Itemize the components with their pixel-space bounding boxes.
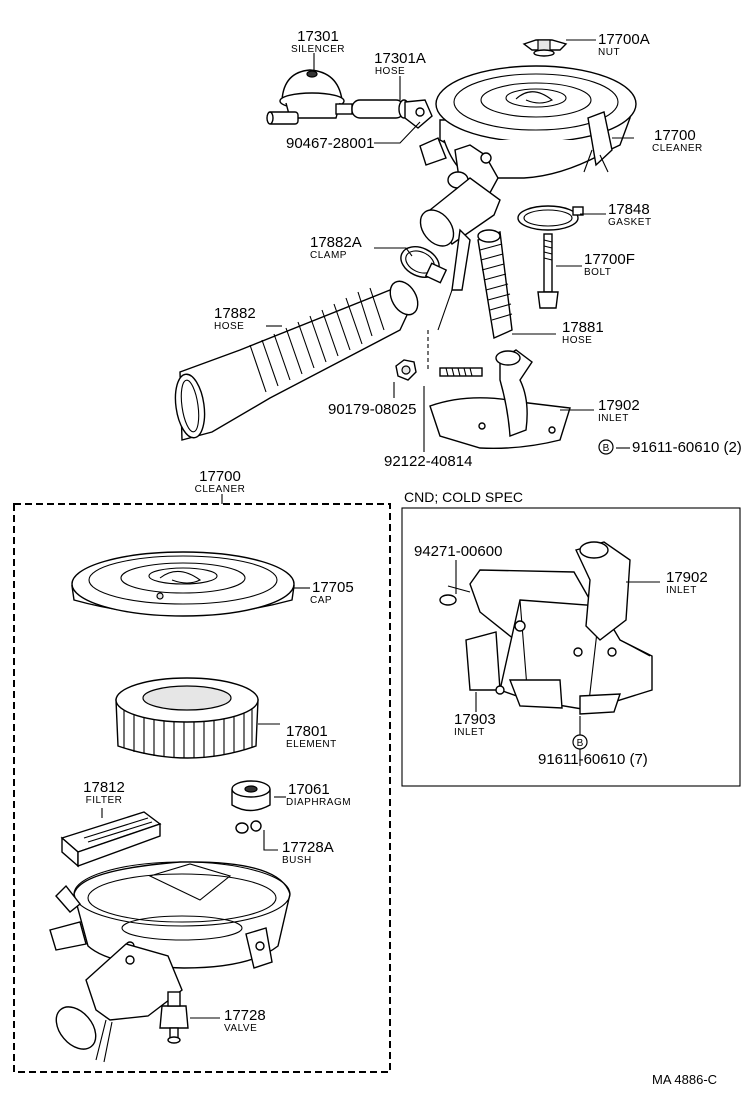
part-number: 17700A [598,31,650,48]
part-name: INLET [454,727,485,738]
part-number: 91611-60610 (7) [538,751,648,768]
cold-spec-title: CND; COLD SPEC [404,489,523,505]
label-17882a: 17882A CLAMP [310,234,362,261]
label-90179: 90179-08025 [328,401,416,418]
label-17902-cold: 17902 INLET [666,569,708,596]
label-17801: 17801 ELEMENT [286,723,337,750]
part-name: HOSE [214,321,244,332]
part-number: 17301A [374,50,426,67]
part-number: 17801 [286,723,328,740]
part-number: 17903 [454,711,496,728]
label-17728a: 17728A BUSH [282,839,334,866]
part-name: BOLT [584,267,611,278]
bolt-mark: B [603,443,610,454]
part-number: 17902 [598,397,640,414]
label-17700a: 17700A NUT [598,31,650,58]
part-number: 17812 [83,779,125,796]
air-cleaner-drawing [419,65,637,201]
part-name: INLET [598,413,629,424]
hose-17301a-drawing [351,99,433,129]
part-name: INLET [666,585,697,596]
label-17903: 17903 INLET [454,711,496,738]
clamp-drawing [400,246,448,284]
part-name: BUSH [282,855,312,866]
part-number: 17881 [562,319,604,336]
element-drawing [115,677,280,759]
part-number: 17848 [608,201,650,218]
part-number: 17902 [666,569,708,586]
bolt-mark: B [577,738,584,749]
part-number: 17705 [312,579,354,596]
label-92122: 92122-40814 [384,453,472,470]
part-number: 91611-60610 (2) [632,439,742,456]
label-17700: 17700 CLEANER [652,127,703,154]
label-17902: 17902 INLET [598,397,640,424]
label-17882: 17882 HOSE [214,305,256,332]
label-90467: 90467-28001 [286,135,374,152]
label-91611-cold: B 91611-60610 (7) [538,734,648,768]
label-91611-top: B 91611-60610 (2) [598,439,742,456]
label-17705: 17705 CAP [310,579,354,606]
part-number: 17061 [288,781,330,798]
box-title-name: CLEANER [195,484,246,495]
wing-nut-drawing [522,39,568,57]
hose-17882-drawing [174,280,419,441]
cleaner-exploded-box: 17700 CLEANER [13,468,391,1073]
label-17061: 17061 DIAPHRAGM [286,781,351,808]
part-name: HOSE [562,335,592,346]
stud-drawing [427,330,483,377]
part-number: 17700F [584,251,635,268]
label-17301: 17301 SILENCER [291,28,345,55]
part-number: 17700 [654,127,696,144]
hose-17881-drawing [477,229,513,340]
diaphragm-drawing [231,780,286,812]
part-name: DIAPHRAGM [286,797,351,808]
label-17728: 17728 VALVE [224,1007,266,1034]
part-name: CAP [310,595,332,606]
part-name: NUT [598,47,620,58]
part-name: VALVE [224,1023,257,1034]
part-number: 17728A [282,839,334,856]
label-17848: 17848 GASKET [608,201,652,228]
nut-90179-drawing [395,359,417,381]
inlet-17902-drawing [429,349,571,449]
label-94271: 94271-00600 [414,543,502,560]
part-number: 17301 [297,28,339,45]
gasket-drawing [517,205,584,231]
valve-drawing [159,991,220,1044]
part-name: CLAMP [310,250,347,261]
part-name: GASKET [608,217,652,228]
silencer-drawing [266,69,353,125]
label-17700f: 17700F BOLT [584,251,635,278]
part-name: HOSE [375,66,405,77]
part-name: SILENCER [291,44,345,55]
housing-drawing [49,861,291,1063]
part-number: 17882A [310,234,362,251]
label-17812: 17812 FILTER [83,779,125,806]
cleaner-snout-drawing [419,177,501,331]
box-title-number: 17700 [199,468,241,485]
cold-inlet-drawing [439,541,653,715]
part-name: FILTER [86,795,123,806]
part-name: ELEMENT [286,739,337,750]
cap-drawing [71,551,310,617]
label-17881: 17881 HOSE [562,319,604,346]
part-number: 17728 [224,1007,266,1024]
label-17301a: 17301A HOSE [374,50,426,77]
bolt-drawing [537,233,559,309]
filter-drawing [60,808,162,868]
bush-drawing [235,820,278,851]
drawing-reference: MA 4886-C [652,1072,717,1087]
part-number: 17882 [214,305,256,322]
cold-spec-box: CND; COLD SPEC [401,489,741,787]
leader-lines-top [266,39,634,452]
part-name: CLEANER [652,143,703,154]
